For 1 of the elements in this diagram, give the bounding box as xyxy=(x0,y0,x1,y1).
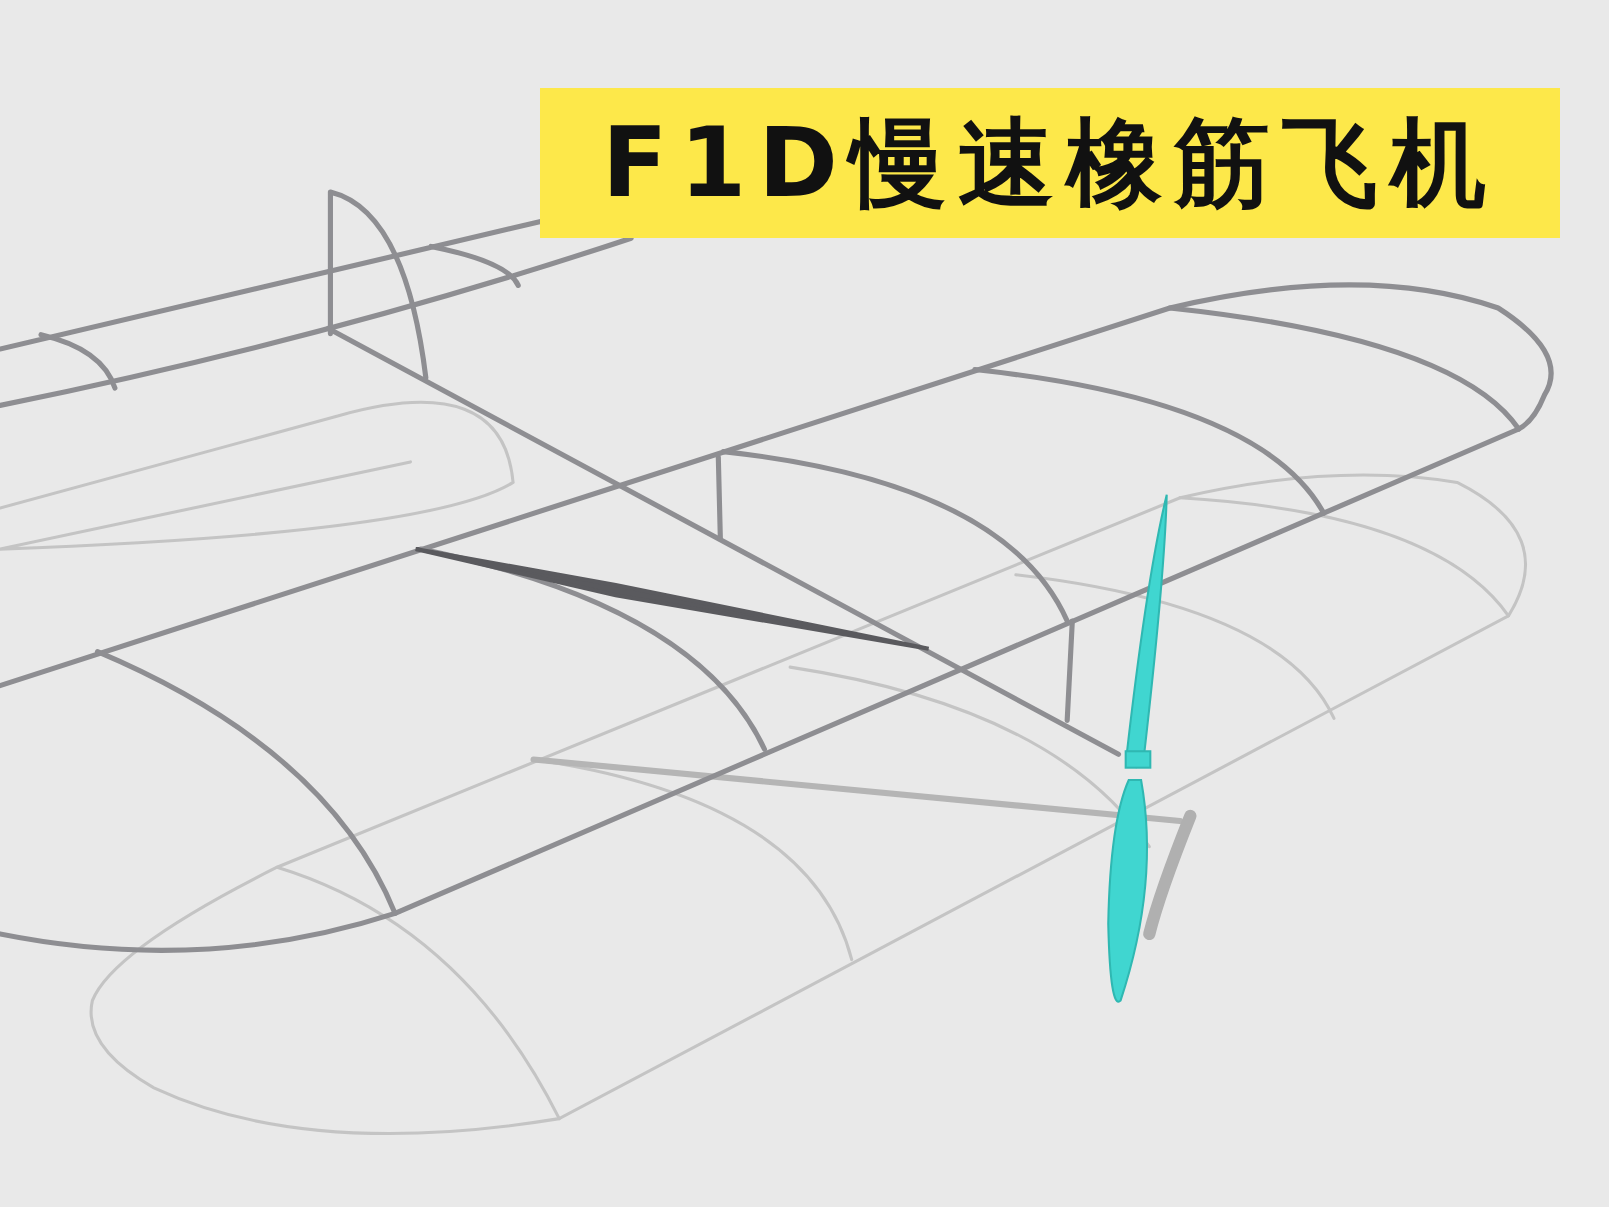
title: F1D慢速橡筋飞机 xyxy=(540,88,1560,238)
